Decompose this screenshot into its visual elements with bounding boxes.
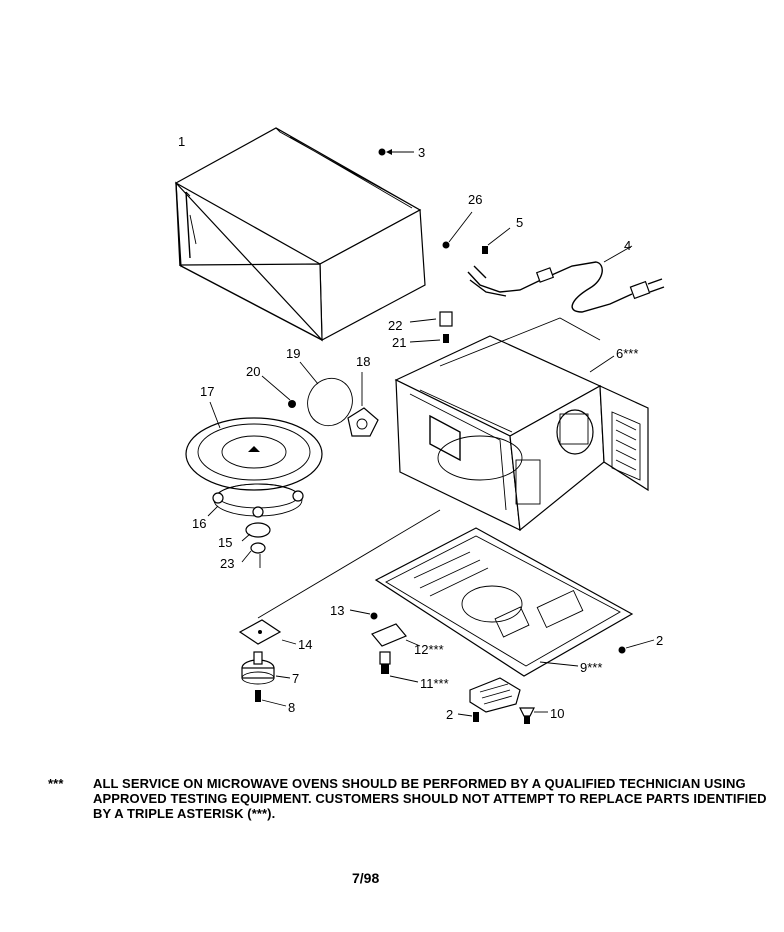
label-3: 3 <box>418 145 425 160</box>
switch-22 <box>409 311 453 343</box>
coupler-18 <box>347 372 379 437</box>
label-1: 1 <box>178 134 185 149</box>
power-cord <box>467 245 665 313</box>
screw-13 <box>349 609 378 620</box>
label-15: 15 <box>218 535 232 550</box>
callout-labels: 13265422216***192018171615231312***29***… <box>178 134 663 722</box>
gasket-19 <box>299 361 353 427</box>
roller-guide-15 <box>241 522 271 568</box>
label-22: 22 <box>388 318 402 333</box>
label-20: 20 <box>246 364 260 379</box>
label-2-bottom: 2 <box>446 707 453 722</box>
label-16: 16 <box>192 516 206 531</box>
turntable-17 <box>185 401 323 491</box>
label-26: 26 <box>468 192 482 207</box>
screw-2-bottom <box>457 712 479 722</box>
footnote-text: ALL SERVICE ON MICROWAVE OVENS SHOULD BE… <box>93 776 767 821</box>
screw-8 <box>255 690 287 707</box>
label-18-top: 18 <box>356 354 370 369</box>
label-9: 9*** <box>580 660 602 675</box>
label-12: 12*** <box>414 642 444 657</box>
outer-cabinet <box>174 127 426 342</box>
label-10: 10 <box>550 706 564 721</box>
roller-ring-16 <box>207 483 304 518</box>
label-19: 19 <box>286 346 300 361</box>
screw-26 <box>442 211 473 249</box>
label-17: 17 <box>200 384 214 399</box>
bracket-12 <box>371 623 421 647</box>
label-8: 8 <box>288 700 295 715</box>
label-5: 5 <box>516 215 523 230</box>
label-23: 23 <box>220 556 234 571</box>
label-21: 21 <box>392 335 406 350</box>
screw-20 <box>261 375 296 408</box>
label-7: 7 <box>292 671 299 686</box>
screw-2-right <box>618 639 655 654</box>
cover-10 <box>469 677 548 724</box>
label-6: 6*** <box>616 346 638 361</box>
label-11: 11*** <box>420 676 449 691</box>
screw-5 <box>482 227 511 254</box>
turntable-motor-7 <box>241 651 291 685</box>
base-plate-9 <box>374 527 634 677</box>
label-13: 13 <box>330 603 344 618</box>
label-2-right: 2 <box>656 633 663 648</box>
label-4: 4 <box>624 238 631 253</box>
part-11 <box>379 651 419 683</box>
screw-3 <box>378 148 414 156</box>
oven-chassis <box>394 317 649 532</box>
date-code: 7/98 <box>352 870 380 886</box>
label-14: 14 <box>298 637 312 652</box>
plate-14 <box>238 619 297 645</box>
footnote-marker: *** <box>48 776 64 791</box>
